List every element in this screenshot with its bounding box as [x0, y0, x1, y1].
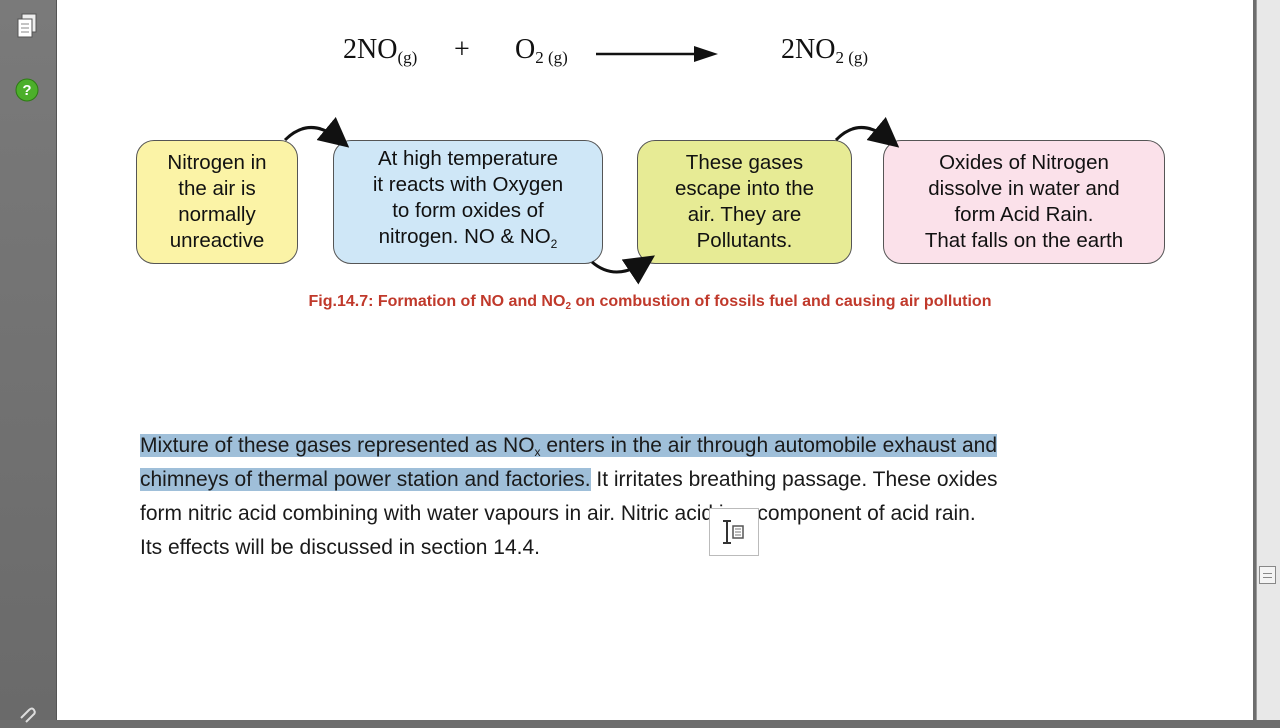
document-page [57, 0, 1253, 720]
figure-caption: Fig.14.7: Formation of NO and NO2 on com… [308, 293, 992, 312]
navigation-pane: ? [0, 0, 57, 723]
scrollbar-thumb[interactable] [1259, 566, 1276, 584]
equation-plus: + [454, 34, 470, 65]
text-select-cursor-icon [709, 508, 759, 556]
reaction-arrow-icon [596, 46, 718, 62]
svg-text:?: ? [22, 82, 31, 99]
flow-box-pollutants: These gases escape into the air. They ar… [637, 140, 852, 264]
flow-box-nitrogen-unreactive: Nitrogen in the air is normally unreacti… [136, 140, 298, 264]
paperclip-icon[interactable] [13, 700, 41, 728]
equation-reactant-no: 2NO(g) [343, 34, 418, 67]
equation-reactant-o2: O2 (g) [515, 34, 568, 67]
paragraph-line-3: form nitric acid combining with water va… [140, 502, 976, 525]
flow-box-high-temperature: At high temperature it reacts with Oxyge… [333, 140, 603, 264]
equation-product-no2: 2NO2 (g) [781, 34, 869, 67]
paragraph-line-1: Mixture of these gases represented as NO… [140, 434, 997, 459]
paragraph-line-2: chimneys of thermal power station and fa… [140, 468, 998, 491]
vertical-scrollbar[interactable] [1256, 0, 1280, 720]
paragraph-line-4: Its effects will be discussed in section… [140, 536, 540, 559]
flow-box-acid-rain: Oxides of Nitrogen dissolve in water and… [883, 140, 1165, 264]
pages-icon[interactable] [13, 12, 41, 40]
help-icon[interactable]: ? [13, 76, 41, 104]
